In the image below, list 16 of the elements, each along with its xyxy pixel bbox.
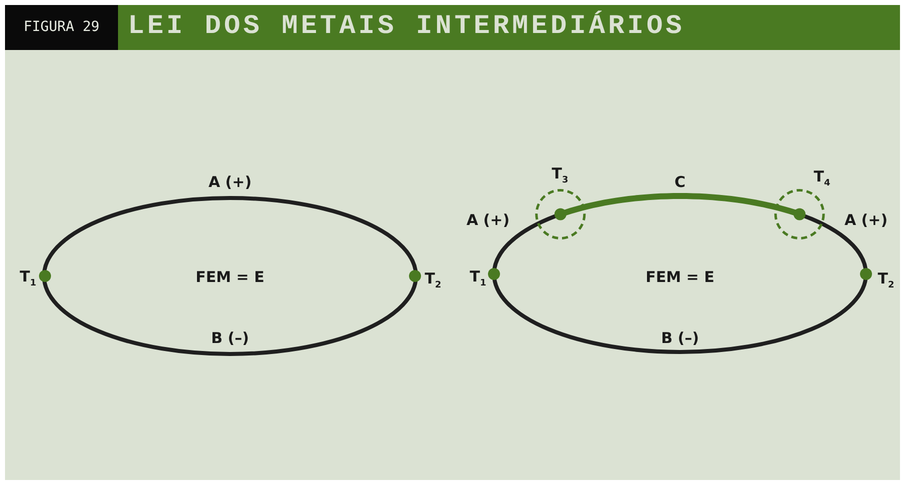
junction-label: T$_{1}$: [470, 268, 486, 288]
junction-label: T$_{1}$: [20, 268, 36, 288]
metal-label: A (+): [466, 211, 510, 229]
figure-number: FIGURA 29: [5, 5, 118, 50]
emf-label: FEM = E: [196, 268, 264, 286]
metal-label: B (–): [661, 329, 699, 347]
metal-label: C: [674, 173, 686, 191]
junction-label: T$_{4}$: [814, 168, 830, 188]
emf-label: FEM = E: [646, 268, 714, 286]
metal-label: A (+): [844, 211, 888, 229]
junction-label: T$_{2}$: [878, 270, 894, 290]
metal-label: A (+): [208, 173, 252, 191]
title-banner: LEI DOS METAIS INTERMEDIÁRIOS: [118, 5, 900, 50]
metal-label: B (–): [211, 329, 249, 347]
junction-label: T$_{2}$: [424, 270, 442, 290]
junction-label: T$_{3}$: [552, 164, 568, 186]
